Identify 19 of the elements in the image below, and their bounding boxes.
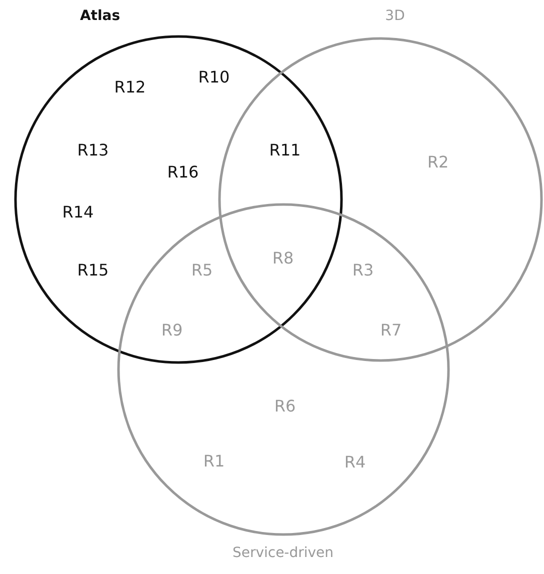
region-label: R8 xyxy=(272,248,294,268)
region-label: R9 xyxy=(161,320,183,340)
set-title: Service-driven xyxy=(232,545,334,561)
region-label: R2 xyxy=(427,152,449,172)
set-title: Atlas xyxy=(80,8,120,24)
region-label: R13 xyxy=(77,140,109,160)
region-label: R16 xyxy=(167,162,199,182)
region-label: R7 xyxy=(380,320,402,340)
region-label: R12 xyxy=(114,78,146,96)
region-label: R3 xyxy=(352,260,374,280)
region-label: R6 xyxy=(274,396,296,416)
region-label: R11 xyxy=(269,140,301,160)
region-label: R4 xyxy=(344,452,366,472)
region-label: R15 xyxy=(77,260,109,280)
region-label: R14 xyxy=(62,202,94,222)
region-label: R5 xyxy=(191,260,213,280)
region-label: R1 xyxy=(203,452,225,470)
set-title: 3D xyxy=(385,8,405,24)
region-label: R10 xyxy=(198,68,230,86)
